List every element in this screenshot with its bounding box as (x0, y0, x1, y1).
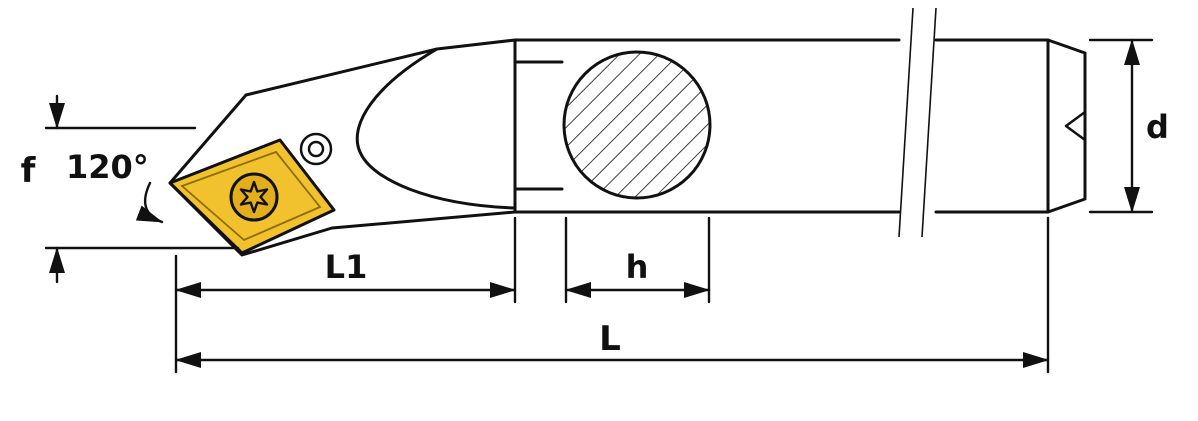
dimensions: f 120° L1 h L (21, 38, 1169, 374)
dim-d-label: d (1146, 108, 1169, 146)
shank-section-hatched-circle (562, 50, 712, 200)
insert-chamfer-edge (180, 150, 322, 242)
shank-right-end (1046, 38, 1087, 214)
torx-screw-icon (239, 180, 269, 214)
dim-f-label: f (21, 151, 37, 191)
break-lines (898, 7, 937, 238)
tool-neck-curve (355, 47, 517, 210)
dim-f: f (21, 94, 240, 284)
insert-clamp-screw (229, 172, 279, 222)
cutting-insert (168, 132, 336, 255)
dim-l-label: L (599, 319, 621, 359)
dim-h-label: h (626, 248, 649, 286)
dim-d: d (1088, 38, 1169, 214)
holder-screw-hole-inner (307, 140, 325, 158)
center-mark (1064, 110, 1087, 142)
dim-l: L (174, 216, 1050, 374)
shank-tangent-lines (515, 60, 564, 191)
break-line-left (898, 7, 914, 238)
angle-label: 120° (66, 148, 149, 186)
dim-l1: L1 (174, 216, 517, 374)
dim-l1-label: L1 (325, 248, 368, 286)
break-line-right (921, 7, 937, 238)
dim-angle-arc-arrow (135, 181, 164, 224)
section-circle (562, 50, 712, 200)
dim-angle: 120° (66, 148, 164, 224)
dim-h: h (564, 216, 711, 304)
